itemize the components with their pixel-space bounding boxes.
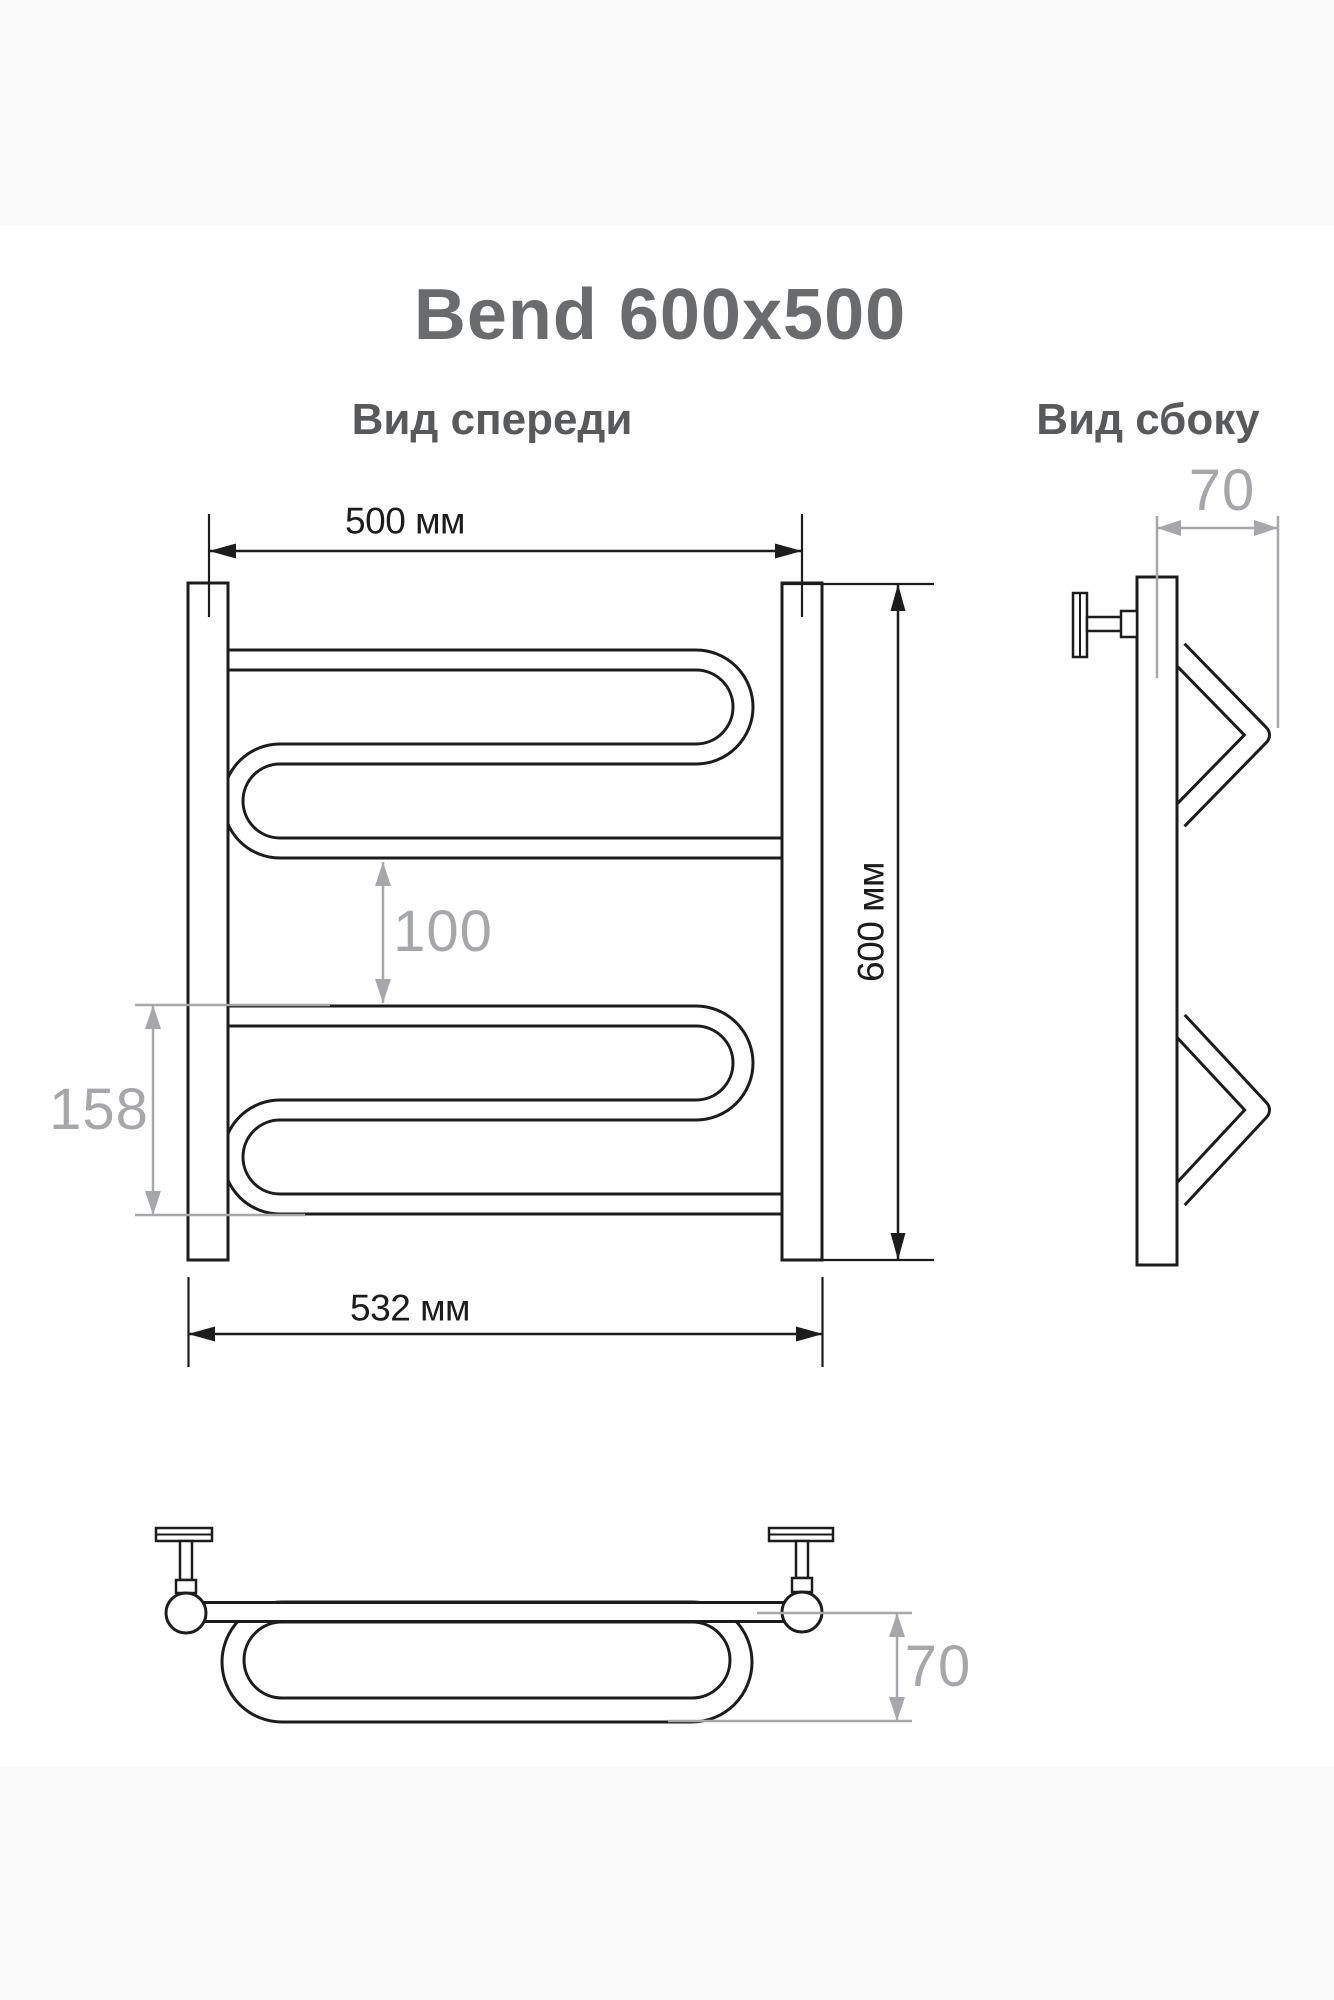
dim-side-depth-70: 70 (1188, 458, 1256, 523)
front-tube-s2-inner (224, 1007, 790, 1213)
dim-bottom-depth-70: 70 (904, 1634, 972, 1699)
dim-overall-width-532: 532 мм (350, 1287, 470, 1329)
front-right-rail (780, 581, 824, 1262)
dim-tube-spacing-100: 100 (393, 899, 493, 964)
side-view-label: Вид сбоку (1036, 395, 1260, 444)
arrow-right-icon (1254, 520, 1278, 536)
bottom-margin-band (0, 1766, 1334, 2000)
bottom-left-ball-joint (164, 1591, 208, 1635)
bottom-right-bracket-stem (794, 1539, 810, 1580)
side-view-linework (1071, 516, 1280, 1267)
top-margin-band (0, 0, 1334, 226)
side-wall-bracket-collar (1119, 609, 1139, 639)
arrow-up-icon (890, 584, 906, 611)
arrow-right-icon (796, 1326, 823, 1342)
bottom-loop-inner (242, 1620, 732, 1700)
arrow-left-icon (1157, 520, 1181, 536)
arrow-right-icon (775, 543, 802, 559)
bottom-left-bracket-stem (178, 1539, 194, 1582)
bottom-right-bracket-collar (790, 1576, 814, 1594)
arrow-up-icon (375, 862, 391, 886)
side-rail (1135, 575, 1179, 1267)
arrow-down-icon (145, 1191, 161, 1215)
bottom-left-bracket-collar (174, 1578, 198, 1595)
arrow-left-icon (209, 543, 236, 559)
arrow-up-icon (145, 1005, 161, 1029)
bottom-view-linework (154, 1526, 912, 1724)
front-tube-s1-inner (224, 651, 790, 857)
arrow-up-icon (889, 1613, 905, 1637)
arrow-down-icon (889, 1697, 905, 1721)
dim-coil-height-158: 158 (49, 1077, 149, 1142)
front-view-linework (135, 514, 934, 1367)
dim-height-600: 600 мм (850, 862, 892, 982)
front-left-rail (186, 581, 230, 1262)
page-title: Bend 600x500 (413, 275, 907, 355)
arrow-down-icon (375, 979, 391, 1003)
dim-width-500: 500 мм (345, 500, 465, 542)
arrow-down-icon (890, 1233, 906, 1260)
front-view-label: Вид спереди (351, 395, 633, 444)
arrow-left-icon (188, 1326, 215, 1342)
